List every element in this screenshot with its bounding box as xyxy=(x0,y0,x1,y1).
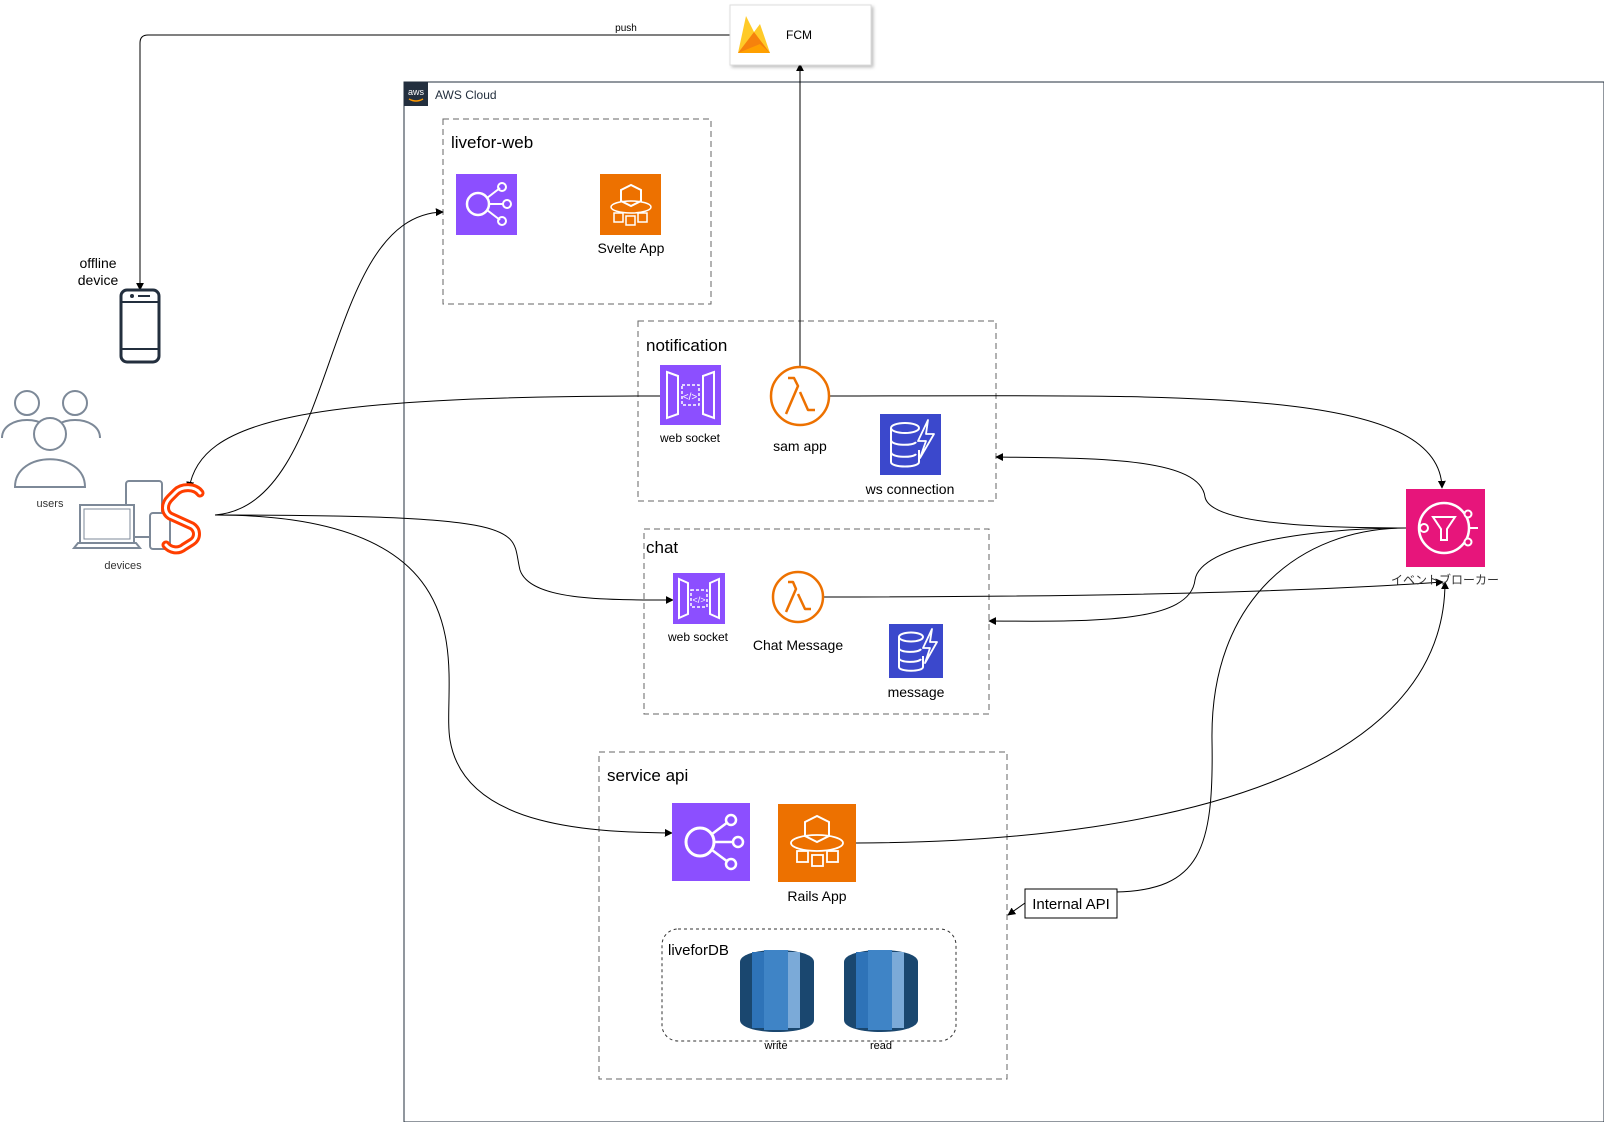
aws-logo-icon xyxy=(404,82,428,106)
broker-to-notification-edge xyxy=(995,453,1407,529)
lambda-icon-chat-message xyxy=(771,570,825,624)
livefor-web-title: livefor-web xyxy=(451,133,533,152)
livefor-db-group xyxy=(661,928,957,1042)
fargate-icon-svelte xyxy=(600,174,661,235)
rds-icon-write xyxy=(740,950,814,1032)
service-api-title: service api xyxy=(607,766,688,785)
ws-connection-label: ws connection xyxy=(865,481,955,497)
mobile-phone-icon xyxy=(119,288,161,364)
api-gateway-ws-icon-chat: </> xyxy=(673,573,725,624)
offline-device-label-line1: offline xyxy=(79,255,116,271)
elb-icon-web xyxy=(456,174,517,235)
message-label: message xyxy=(888,684,945,700)
sns-event-broker-icon xyxy=(1406,489,1485,567)
fcm-node: FCM xyxy=(729,4,872,66)
svelte-logo-icon xyxy=(161,483,205,555)
notification-web-socket-label: web socket xyxy=(659,431,721,445)
aws-cloud-label: AWS Cloud xyxy=(435,88,497,102)
chat-group xyxy=(643,528,990,715)
dynamodb-icon-message xyxy=(889,624,943,678)
elb-icon-service-api xyxy=(672,803,750,881)
livefor-db-title: liveforDB xyxy=(668,942,729,959)
sam-app-to-broker-edge xyxy=(829,395,1446,489)
dynamodb-icon-ws-connection xyxy=(880,414,941,475)
aws-logo-text: aws xyxy=(408,87,425,97)
fargate-icon-rails xyxy=(778,804,856,882)
svelte-to-chat-ws-edge xyxy=(214,514,674,604)
read-label: read xyxy=(870,1040,892,1052)
svelte-to-livefor-web-edge xyxy=(214,208,444,516)
chat-title: chat xyxy=(646,538,678,557)
fcm-to-offline-device-edge xyxy=(136,34,730,291)
broker-to-chat-edge xyxy=(988,527,1407,626)
devices-icon xyxy=(71,480,171,550)
notification-group xyxy=(637,320,997,502)
internal-api-box: Internal API xyxy=(1024,888,1118,919)
svelte-app-label: Svelte App xyxy=(598,240,665,256)
rds-icon-read xyxy=(844,950,918,1032)
connectors xyxy=(136,34,1449,916)
event-broker-label: イベントブローカー xyxy=(1391,572,1499,587)
chat-message-to-broker-edge xyxy=(821,578,1444,598)
chat-web-socket-label: web socket xyxy=(667,630,729,644)
notification-title: notification xyxy=(646,336,727,355)
api-gateway-ws-icon-notification: </> xyxy=(660,365,721,425)
svg-text:</>: </> xyxy=(692,595,705,605)
users-label: users xyxy=(37,498,64,510)
lambda-icon-sam-app xyxy=(769,365,831,427)
sam-app-label: sam app xyxy=(773,438,827,454)
fcm-label: FCM xyxy=(786,28,812,42)
notification-ws-to-svelte-edge xyxy=(186,395,661,490)
svg-text:</>: </> xyxy=(683,392,698,403)
svelte-to-service-api-edge xyxy=(214,514,673,837)
rails-app-label: Rails App xyxy=(787,888,846,904)
offline-device-label-line2: device xyxy=(78,272,119,288)
users-icon xyxy=(1,390,101,488)
aws-cloud-group: aws AWS Cloud xyxy=(403,81,1604,1122)
broker-to-internal-api-edge xyxy=(1115,527,1407,893)
service-api-group xyxy=(598,751,1008,1080)
write-label: write xyxy=(763,1040,787,1052)
devices-label: devices xyxy=(104,560,142,572)
rails-to-broker-edge xyxy=(855,581,1449,844)
chat-message-label: Chat Message xyxy=(753,637,843,653)
push-label: push xyxy=(615,23,637,34)
internal-api-label: Internal API xyxy=(1032,896,1110,913)
internal-api-to-service-api-edge xyxy=(1007,902,1026,916)
